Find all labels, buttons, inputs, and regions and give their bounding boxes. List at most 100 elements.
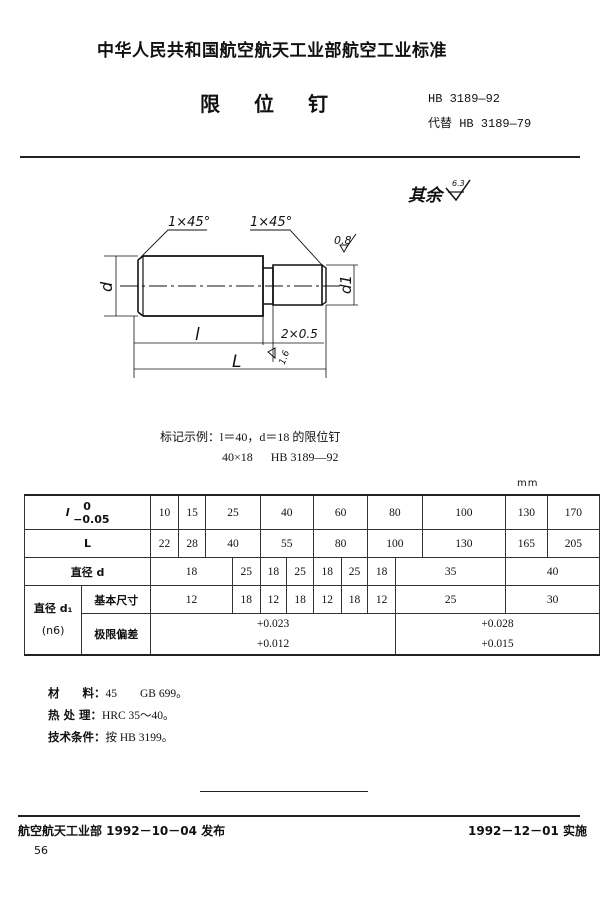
l-tol-lower: −0.05: [73, 512, 110, 526]
cell: 130: [505, 494, 548, 530]
cell: 205: [546, 529, 600, 558]
title-char: 钉: [308, 92, 328, 116]
roughness-note: 其余: [408, 181, 442, 206]
cell: 12: [312, 585, 342, 614]
cell: 12: [150, 585, 233, 614]
note-value: 45 GB 699。: [105, 688, 188, 700]
dev-lower: +0.012: [256, 638, 290, 650]
dim-d1-label: d1: [337, 275, 355, 294]
cell: 10: [150, 494, 179, 530]
cell-dev-small: +0.023 +0.012: [150, 613, 397, 656]
cell: 18: [367, 557, 397, 586]
standard-number: HB 3189—92: [428, 92, 501, 106]
marking-example-code: 40×18 HB 3189—92: [222, 450, 339, 464]
cell: 18: [259, 557, 288, 586]
label-L: L: [23, 529, 152, 558]
note-label: 热 处 理：: [48, 708, 103, 722]
label-d: 直径 d: [23, 557, 152, 586]
effective-date: 1992－12－01 实施: [468, 824, 587, 838]
l-symbol: l: [65, 505, 70, 519]
roughness-note-label: 其余: [408, 186, 442, 205]
footer-divider: [18, 815, 580, 817]
roughness-shoulder-label: 1.6: [278, 349, 292, 366]
label-d1: 直径 d₁ (n6): [23, 585, 83, 656]
cell: 15: [177, 494, 207, 530]
note-material: 材 料：45 GB 699。: [48, 683, 188, 705]
note-label: 技术条件：: [48, 730, 106, 744]
l-tol-upper: 0: [83, 499, 91, 513]
technical-notes: 材 料：45 GB 699。 热 处 理：HRC 35～40。 技术条件：按 H…: [48, 683, 188, 749]
dev-upper: +0.023: [256, 618, 290, 630]
roughness-symbol-icon: [445, 179, 471, 202]
table-row-L: L 22 28 40 55 80 100 130 165 205: [23, 529, 600, 558]
cell-dev-large: +0.028 +0.015: [395, 613, 600, 656]
dim-l-label: l: [195, 325, 200, 345]
undercut-label: 2×0.5: [281, 327, 318, 341]
table-row-d1-deviation: 极限偏差 +0.023 +0.012 +0.028 +0.015: [25, 613, 600, 656]
dev-lower: +0.015: [481, 638, 514, 650]
cell: 22: [150, 529, 179, 558]
replaces-standard: 代替 HB 3189—79: [428, 117, 532, 131]
cell: 80: [312, 529, 369, 558]
cell: 170: [546, 494, 600, 530]
cell: 35: [395, 557, 507, 586]
title-char: 位: [254, 92, 274, 116]
roughness-d1-label: 0.8: [334, 234, 352, 247]
cell: 18: [340, 585, 369, 614]
note-tech-conditions: 技术条件：按 HB 3199。: [48, 727, 188, 749]
cell: 28: [177, 529, 207, 558]
end-divider: [200, 791, 368, 792]
cell: 25: [231, 557, 261, 586]
note-label: 材 料：: [48, 686, 106, 700]
marking-example-text: 标记示例：l＝40，d＝18 的限位钉: [160, 430, 341, 444]
page-number: 56: [34, 844, 48, 857]
note-value: HRC 35～40。: [102, 710, 175, 722]
cell: 40: [505, 557, 600, 586]
dimension-table: l 0 −0.05 10 15 25 40 60 80 100 130 170 …: [23, 494, 600, 656]
cell: 18: [150, 557, 233, 586]
header-divider: [20, 156, 580, 158]
cell: 80: [367, 494, 423, 530]
organization-title: 中华人民共和国航空航天工业部航空工业标准: [97, 41, 447, 61]
cell: 18: [312, 557, 342, 586]
dim-L-label: L: [232, 352, 241, 372]
title-char: 限: [200, 92, 220, 116]
label-basic-size: 基本尺寸: [81, 585, 152, 614]
table-row-l: l 0 −0.05 10 15 25 40 60 80 100 130 170: [23, 494, 600, 530]
note-heat-treatment: 热 处 理：HRC 35～40。: [48, 705, 188, 727]
cell: 18: [286, 585, 314, 614]
label-l: l 0 −0.05: [23, 494, 152, 530]
cell: 55: [259, 529, 314, 558]
cell: 12: [367, 585, 397, 614]
cell: 25: [395, 585, 507, 614]
dev-upper: +0.028: [481, 618, 514, 630]
cell: 18: [231, 585, 261, 614]
chamfer-right-label: 1×45°: [250, 215, 292, 230]
cell: 25: [286, 557, 314, 586]
cell: 40: [205, 529, 261, 558]
dim-d-label: d: [97, 281, 116, 292]
cell: 60: [312, 494, 369, 530]
roughness-note-value: 6.3: [452, 179, 465, 188]
cell: 25: [205, 494, 261, 530]
cell: 100: [421, 494, 507, 530]
label-limit-deviation: 极限偏差: [81, 613, 152, 656]
d1-label: 直径 d₁: [33, 602, 73, 615]
cell: 30: [505, 585, 600, 614]
cell: 25: [340, 557, 369, 586]
part-drawing: 1×45° 1×45° 0.8 6.3 d d1 l L 2×0.5 1.6: [97, 179, 471, 378]
l-tolerance: 0 −0.05: [73, 500, 109, 526]
table-row-d: 直径 d 18 25 18 25 18 25 18 35 40: [23, 557, 600, 586]
document-title: 限位钉: [200, 88, 362, 117]
issue-info: 航空航天工业部 1992－10－04 发布: [18, 824, 226, 838]
cell: 130: [421, 529, 507, 558]
table-row-d1-basic: 直径 d₁ (n6) 基本尺寸 12 18 12 18 12 18 12 25 …: [23, 585, 600, 656]
chamfer-left-label: 1×45°: [168, 215, 210, 230]
cell: 165: [505, 529, 548, 558]
cell: 40: [259, 494, 314, 530]
cell: 100: [367, 529, 423, 558]
note-value: 按 HB 3199。: [105, 732, 174, 744]
unit-label: mm: [517, 478, 539, 489]
d1-fit-label: (n6): [41, 624, 65, 637]
cell: 12: [259, 585, 288, 614]
